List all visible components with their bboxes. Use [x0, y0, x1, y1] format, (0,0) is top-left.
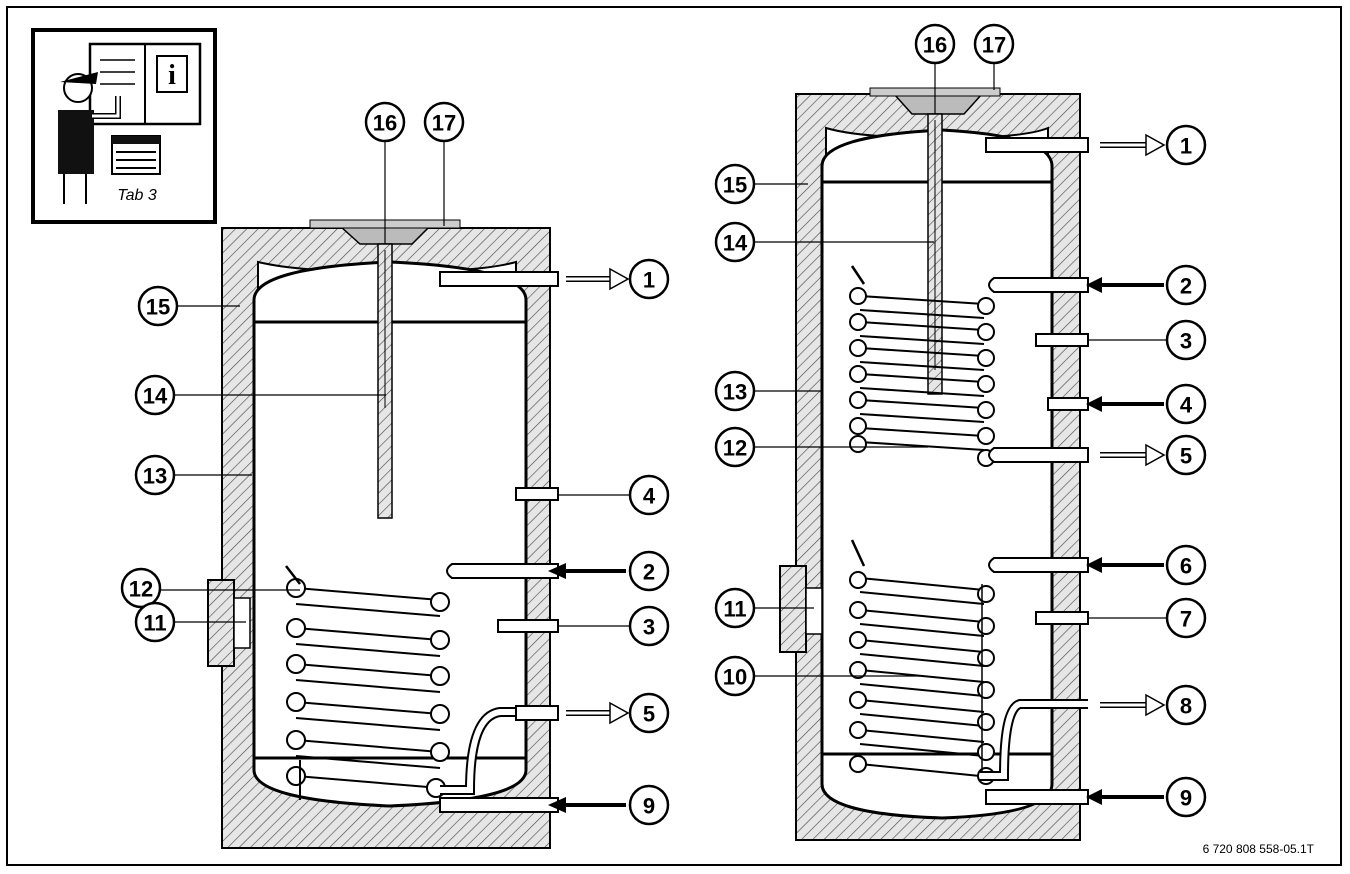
read-manual-icon	[31, 28, 217, 224]
left-label-4: 4	[643, 484, 656, 509]
right-tank	[754, 64, 1166, 841]
right-label-7: 7	[1180, 607, 1192, 632]
info-glyph: i	[168, 60, 176, 91]
right-label-13: 13	[723, 380, 747, 405]
right-label-8: 8	[1180, 694, 1192, 719]
right-label-15: 15	[723, 173, 747, 198]
left-label-14: 14	[143, 384, 168, 409]
tab-label: Tab 3	[117, 187, 157, 204]
left-label-3: 3	[643, 615, 655, 640]
right-label-16: 16	[923, 33, 947, 58]
left-label-13: 13	[143, 464, 167, 489]
left-label-2: 2	[643, 560, 655, 585]
left-label-15: 15	[146, 295, 170, 320]
right-label-12: 12	[723, 436, 747, 461]
right-label-4: 4	[1180, 393, 1193, 418]
figure-code: 6 720 808 558-05.1T	[1202, 842, 1314, 856]
left-callouts	[120, 101, 670, 826]
right-label-2: 2	[1180, 274, 1192, 299]
right-label-9: 9	[1180, 786, 1192, 811]
right-label-17: 17	[982, 33, 1006, 58]
right-label-10: 10	[723, 665, 747, 690]
left-label-1: 1	[643, 268, 655, 293]
right-label-5: 5	[1180, 444, 1192, 469]
left-label-5: 5	[643, 702, 655, 727]
left-label-17: 17	[432, 111, 456, 136]
left-label-9: 9	[643, 794, 655, 819]
figure-frame	[6, 6, 1342, 866]
right-label-3: 3	[1180, 329, 1192, 354]
right-label-11: 11	[723, 597, 746, 622]
right-callouts	[714, 23, 1207, 818]
right-label-6: 6	[1180, 554, 1192, 579]
left-tank	[160, 142, 630, 849]
left-label-12: 12	[129, 577, 153, 602]
left-label-16: 16	[373, 111, 397, 136]
right-label-1: 1	[1180, 134, 1192, 159]
right-label-14: 14	[723, 231, 748, 256]
left-label-11: 11	[143, 611, 166, 636]
